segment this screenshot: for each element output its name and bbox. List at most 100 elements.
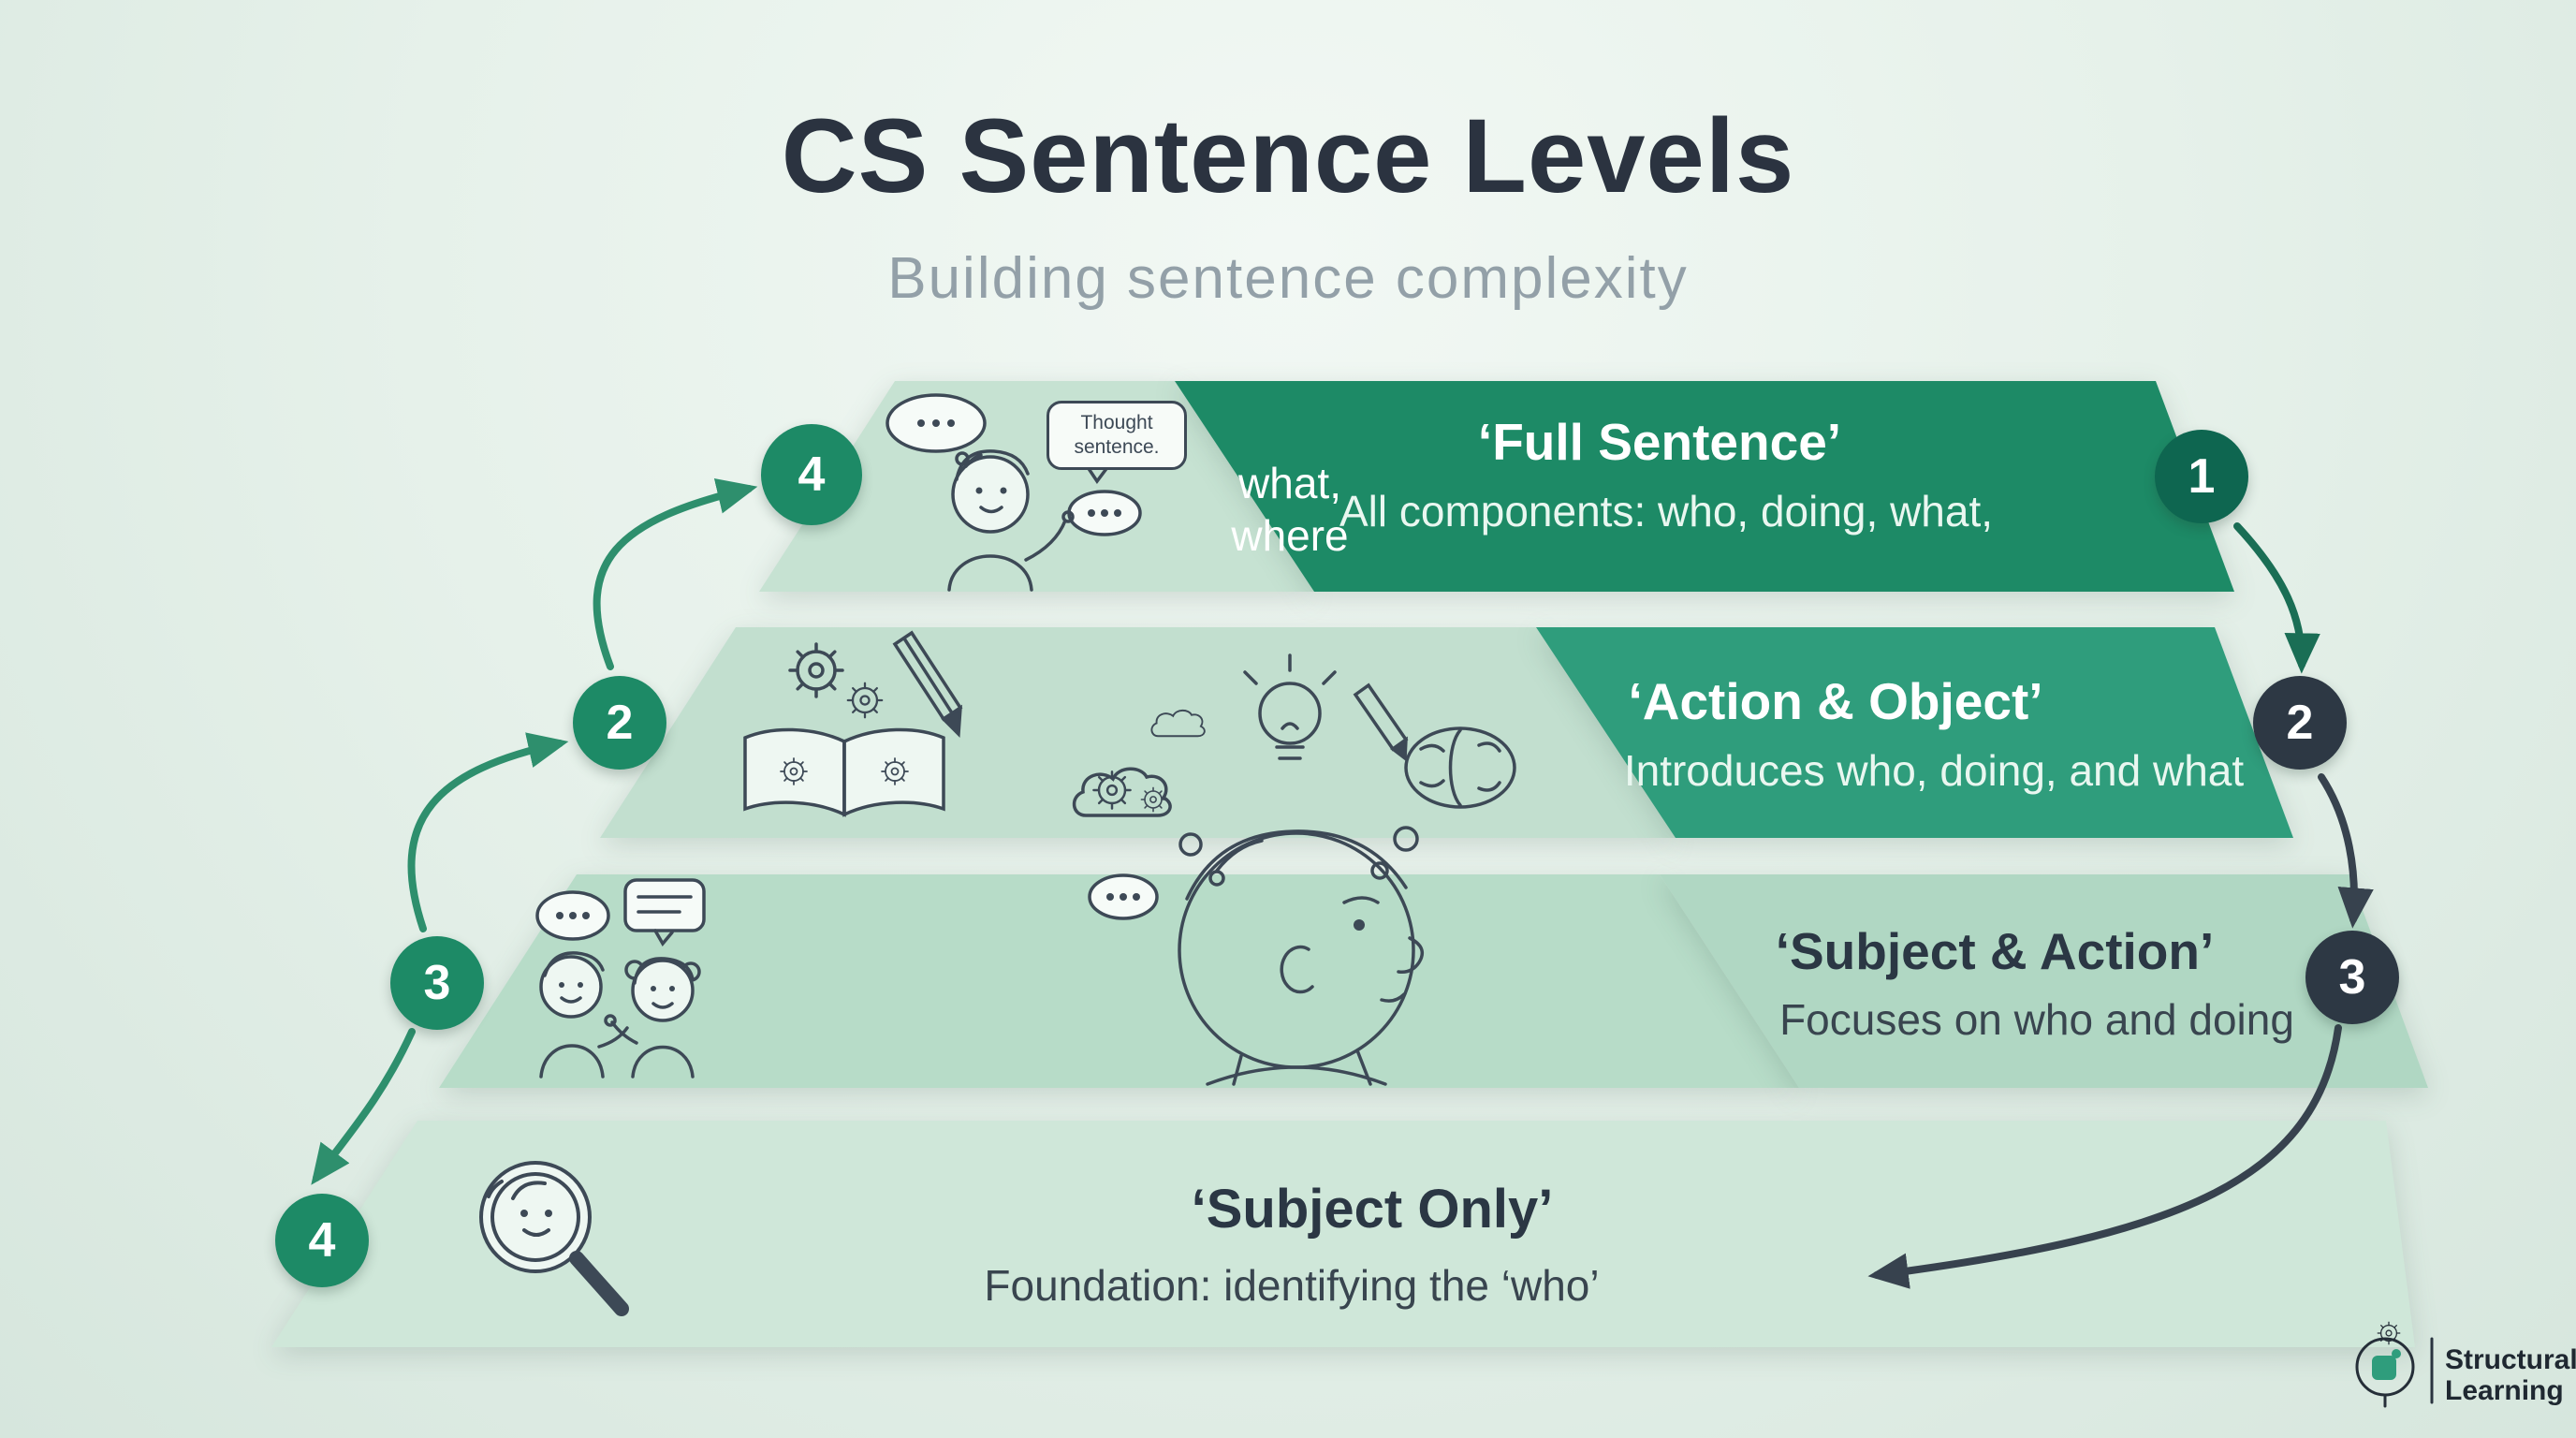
kid2-head — [631, 959, 695, 1022]
thought-bubble-tail — [1084, 462, 1110, 485]
head-collar — [1206, 1065, 1387, 1086]
book-right-page — [842, 727, 945, 817]
level2-heading: ‘Action & Object’ — [1628, 672, 2043, 730]
logo-puzzle-piece — [2372, 1356, 2396, 1380]
head-hair-stroke — [1215, 839, 1264, 873]
magnifier-shine — [487, 1180, 504, 1198]
illustration-magnifier — [479, 1161, 629, 1316]
level2-description: Introduces who, doing, and what — [1623, 746, 2245, 795]
pyramid-level-3 — [439, 874, 2428, 1088]
level4-heading: ‘Subject Only’ — [1191, 1179, 1554, 1240]
level1-note-line2: where — [1231, 511, 1349, 560]
kids-bubble-lines — [637, 895, 693, 914]
child-hair-stroke — [964, 453, 983, 468]
kid2-torso — [631, 1045, 695, 1078]
kids-bubble-tail — [653, 929, 674, 947]
logo-puzzle-nub — [2392, 1349, 2401, 1358]
head-eye — [1354, 919, 1365, 931]
magnifier-lens-inner — [490, 1172, 580, 1262]
bubble-dots-head — [1106, 893, 1140, 901]
thought-trail-dot-1 — [1393, 826, 1419, 852]
pencil-mid-line — [902, 637, 953, 713]
child-head — [951, 455, 1030, 534]
level2-banner — [1536, 627, 2293, 838]
kid1-torso — [539, 1044, 605, 1078]
kid1-arm — [597, 1026, 629, 1049]
illustration-talking-child — [886, 393, 1142, 592]
thought-trail-dot-4 — [1208, 870, 1225, 887]
illustration-thinking-head — [1072, 653, 1516, 1086]
thought-trail-dot-2 — [1370, 861, 1389, 880]
magnifier-face-hair — [511, 1181, 547, 1200]
page-subtitle: Building sentence complexity — [887, 246, 1689, 311]
magnifier-face-smile — [522, 1228, 550, 1237]
child-hair — [955, 449, 1030, 481]
left-badge-level2: 2 — [573, 676, 666, 770]
level4-description: Foundation: identifying the ‘who’ — [984, 1261, 1600, 1310]
head-hair — [1185, 829, 1408, 901]
bubble-dots — [917, 419, 955, 427]
child-eyes — [975, 487, 1007, 494]
pencil-small-tip — [1390, 736, 1408, 762]
page-title: CS Sentence Levels — [781, 97, 1795, 214]
brain-center-line — [1448, 728, 1462, 807]
arrow-up-to-top-badge — [593, 478, 758, 670]
thought-bubble-label: Thought sentence. — [1046, 401, 1187, 470]
magnifier-handle — [569, 1251, 629, 1316]
child-hand — [1061, 510, 1075, 523]
lightbulb-base — [1275, 745, 1305, 760]
level3-light-area — [439, 874, 1799, 1088]
arrow-badge2-to-badge3 — [2318, 773, 2374, 929]
child-torso — [947, 554, 1033, 592]
pyramid-level-4 — [271, 1121, 2415, 1347]
head-neck-left — [1232, 1054, 1243, 1086]
kid1-hair — [543, 951, 605, 977]
arrow-badge3-to-base — [1867, 1024, 2342, 1289]
level3-heading: ‘Subject & Action’ — [1775, 922, 2215, 980]
logo-line1: Structural — [2445, 1344, 2576, 1375]
thought-trail-dot-3 — [1178, 832, 1203, 857]
logo-icon — [2355, 1321, 2434, 1408]
kid1-head — [539, 955, 603, 1019]
level1-note-line1: what, — [1238, 459, 1341, 507]
head-brow — [1342, 896, 1380, 904]
bubble-dots-2 — [1088, 509, 1121, 517]
left-badge-level1: 4 — [761, 424, 862, 525]
level1-description: All components: who, doing, what, — [1339, 487, 1994, 536]
child-smile — [979, 506, 1003, 514]
head-ear — [1280, 945, 1314, 994]
kid1-smile — [560, 996, 582, 1004]
illustration-book-gears — [743, 630, 963, 817]
lightbulb-filament — [1281, 722, 1299, 730]
level3-description: Focuses on who and doing — [1779, 995, 2294, 1044]
level1-banner — [1175, 381, 2234, 592]
arrow-down-to-bottom-badge — [311, 1028, 416, 1185]
pencil-tip — [941, 704, 962, 738]
level4-area — [271, 1121, 2415, 1347]
right-badge-1: 1 — [2155, 430, 2248, 523]
right-flow-arrows — [1867, 522, 2374, 1289]
brain-folds — [1419, 741, 1501, 792]
arrow-up-to-second-badge — [407, 732, 569, 932]
child-arm — [1024, 519, 1067, 562]
kid2-smile — [651, 1002, 674, 1009]
kid2-hand — [604, 1014, 617, 1027]
book-left-page — [743, 727, 846, 817]
right-badge-2: 2 — [2253, 676, 2347, 770]
head-mouth — [1380, 992, 1406, 1003]
magnifier-lens-outer — [479, 1161, 592, 1273]
level3-banner — [1660, 874, 2428, 1088]
level1-heading: ‘Full Sentence’ — [1477, 413, 1842, 471]
magnifier-face-eyes — [520, 1210, 552, 1217]
kid2-hair — [633, 957, 695, 985]
arrow-badge1-to-badge2 — [2233, 522, 2320, 674]
kids-bubble-dots — [556, 912, 590, 919]
level1-note: what, where — [1231, 457, 1348, 562]
head-nose — [1397, 936, 1425, 975]
left-flow-arrows — [311, 478, 758, 1185]
illustration-children-talking — [535, 878, 706, 1078]
lightbulb-rays — [1243, 653, 1337, 685]
kids-bubble-right — [623, 878, 706, 932]
